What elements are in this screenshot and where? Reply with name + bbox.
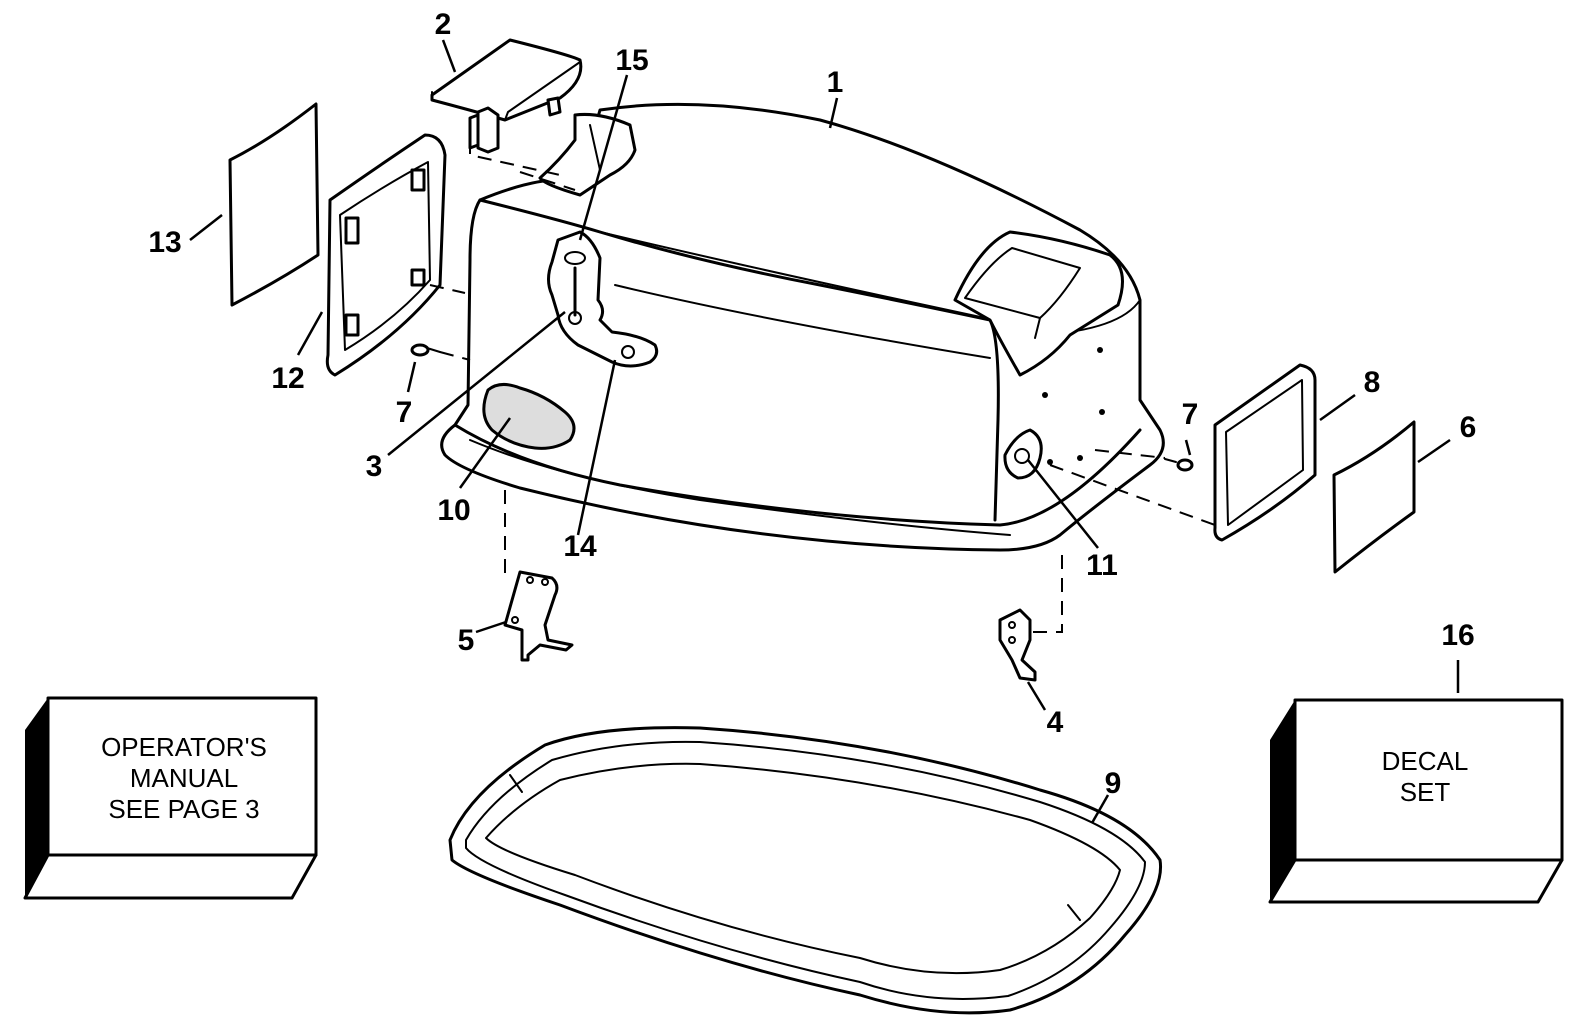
callout-4: 4	[1047, 706, 1064, 739]
callout-6: 6	[1460, 411, 1477, 444]
callout-13: 13	[148, 226, 181, 259]
decal-set-box: DECAL SET	[1268, 698, 1564, 904]
callout-7-right: 7	[1182, 398, 1199, 431]
callout-labels: 1 2 15 13 12 7 3 10 14 11 7 8 6 5 4 9 16	[148, 8, 1476, 800]
callout-7-left: 7	[396, 396, 413, 429]
motor-cover	[440, 102, 1165, 552]
bracket-right	[998, 608, 1037, 682]
manual-line-1: OPERATOR'S	[101, 732, 267, 762]
manual-line-2: MANUAL	[130, 763, 238, 793]
callout-3: 3	[366, 450, 383, 483]
callout-2: 2	[435, 8, 452, 41]
decal-line-1: DECAL	[1382, 746, 1469, 776]
screw-left	[410, 343, 441, 357]
cover-seal	[448, 726, 1163, 1015]
label-sheet-left	[228, 102, 320, 307]
assembly-lines	[429, 140, 1216, 633]
screw-right	[1164, 458, 1194, 472]
foam-pad	[482, 383, 576, 450]
side-frame-right	[1213, 363, 1317, 542]
callout-9: 9	[1105, 767, 1122, 800]
callout-5: 5	[458, 624, 475, 657]
cover-handle	[430, 38, 583, 154]
callout-15: 15	[615, 44, 648, 77]
rear-panel	[325, 133, 447, 377]
callout-11: 11	[1086, 549, 1118, 582]
latch-bracket	[547, 230, 659, 368]
leader-lines	[189, 39, 1460, 824]
decal-line-2: SET	[1400, 777, 1451, 807]
callout-14: 14	[563, 530, 597, 563]
callout-10: 10	[437, 494, 470, 527]
callout-16: 16	[1441, 619, 1474, 652]
callout-8: 8	[1364, 366, 1381, 399]
operators-manual-box: OPERATOR'S MANUAL SEE PAGE 3	[23, 696, 318, 900]
label-sheet-right	[1332, 420, 1416, 574]
callout-1: 1	[827, 66, 844, 99]
bracket-left	[503, 570, 574, 662]
callout-12: 12	[271, 362, 304, 395]
manual-line-3: SEE PAGE 3	[108, 794, 259, 824]
